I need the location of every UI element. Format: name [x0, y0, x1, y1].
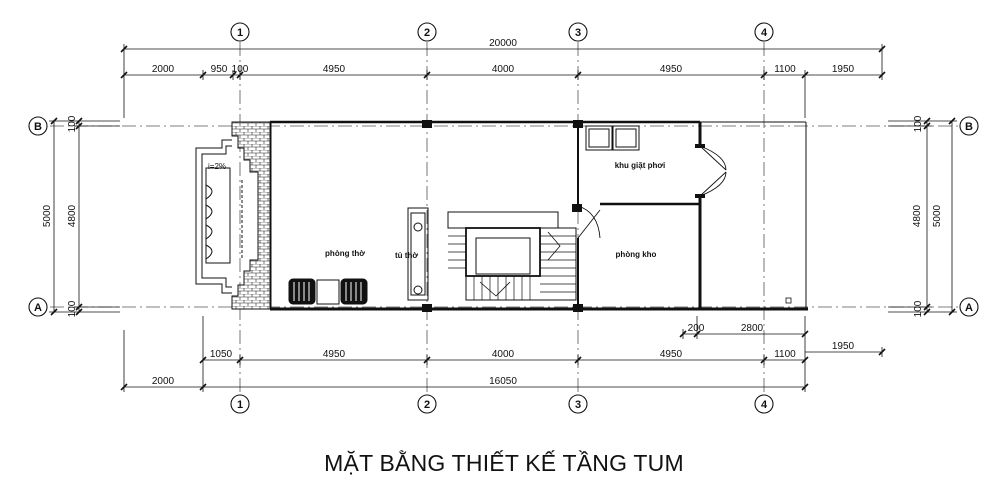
dim-bottom-right: 1950 — [832, 341, 855, 352]
furniture-worship — [288, 278, 368, 305]
axis-label-left-b: B — [34, 121, 42, 133]
altar-cabinet — [407, 207, 429, 301]
dim-bottom-seg-5: 1100 — [774, 349, 796, 360]
axis-bubble-left-b — [28, 116, 48, 136]
doors — [577, 145, 727, 239]
washing-machines — [585, 125, 640, 151]
dim-top-seg-7: 1100 — [774, 64, 796, 75]
axis-bubbles — [28, 22, 979, 414]
axis-bubble-top-3 — [568, 22, 588, 42]
axis-bubble-right-a — [959, 297, 979, 317]
axis-bubble-bottom-1 — [230, 394, 250, 414]
dim-bottom-seg-2: 4950 — [323, 349, 346, 360]
axis-label-right-b: B — [965, 121, 973, 133]
dim-left-inner: 4800 — [67, 204, 78, 227]
dim-lines-left — [49, 117, 120, 316]
dim-bottom-seg-1: 1050 — [210, 349, 233, 360]
axis-label-right-a: A — [965, 302, 973, 314]
axis-bubble-right-b — [959, 116, 979, 136]
dim-right-outer: 5000 — [932, 204, 943, 227]
dim-bottom-seg-4: 4950 — [660, 349, 683, 360]
dim-left-small-top: 100 — [67, 115, 78, 132]
dim-top-seg-1: 2000 — [152, 64, 175, 75]
axis-label-top-4: 4 — [761, 27, 768, 39]
axis-bubble-top-2 — [417, 22, 437, 42]
columns — [422, 120, 705, 312]
dim-right-inner: 4800 — [912, 204, 923, 227]
dim-left-outer: 5000 — [42, 204, 53, 227]
axis-label-bottom-2: 2 — [424, 399, 430, 411]
axis-label-top-3: 3 — [575, 27, 581, 39]
room-label-altar-cabinet: tủ thờ — [395, 251, 418, 260]
room-label-laundry: khu giặt phơi — [615, 161, 666, 170]
dim-left-small-bottom: 100 — [67, 300, 78, 317]
dim-top-seg-5: 4000 — [492, 64, 515, 75]
stairwell — [447, 211, 577, 301]
grid-lines — [50, 42, 958, 395]
room-label-storage: phòng kho — [616, 250, 657, 259]
axis-bubble-bottom-2 — [417, 394, 437, 414]
dim-top-seg-4: 4950 — [323, 64, 346, 75]
drawing-title: MẶT BẰNG THIẾT KẾ TẦNG TUM — [324, 450, 684, 476]
dim-top-seg-8: 1950 — [832, 64, 855, 75]
dim-lines-right — [888, 117, 957, 316]
dim-right-small-bottom: 100 — [913, 300, 924, 317]
dim-top-total: 20000 — [489, 38, 517, 49]
left-bay — [195, 139, 243, 294]
dim-top-seg-2: 950 — [211, 64, 228, 75]
axis-label-bottom-3: 3 — [575, 399, 581, 411]
axis-bubble-bottom-3 — [568, 394, 588, 414]
axis-bubble-bottom-4 — [754, 394, 774, 414]
axis-bubble-left-a — [28, 297, 48, 317]
dim-bottom-extra-1: 200 — [688, 323, 705, 334]
slope-label: i=2% — [208, 162, 226, 171]
dim-bottom-total: 16050 — [489, 376, 517, 387]
dim-top-seg-6: 4950 — [660, 64, 683, 75]
axis-label-bottom-1: 1 — [237, 399, 243, 411]
dim-bottom-total-left: 2000 — [152, 376, 175, 387]
dim-lines-top — [120, 44, 886, 118]
dim-lines-bottom — [120, 316, 886, 392]
dim-right-small-top: 100 — [913, 115, 924, 132]
axis-label-top-1: 1 — [237, 27, 243, 39]
axis-label-top-2: 2 — [424, 27, 430, 39]
dim-bottom-extra-2: 2800 — [741, 323, 764, 334]
axis-label-left-a: A — [34, 302, 42, 314]
axis-bubble-top-1 — [230, 22, 250, 42]
brick-wall-left — [231, 121, 271, 310]
dim-bottom-seg-3: 4000 — [492, 349, 515, 360]
room-label-worship: phòng thờ — [325, 249, 365, 258]
axis-bubble-top-4 — [754, 22, 774, 42]
axis-label-bottom-4: 4 — [761, 399, 768, 411]
dim-top-seg-3: 100 — [232, 64, 249, 75]
terrace-drain-mark — [785, 297, 792, 304]
